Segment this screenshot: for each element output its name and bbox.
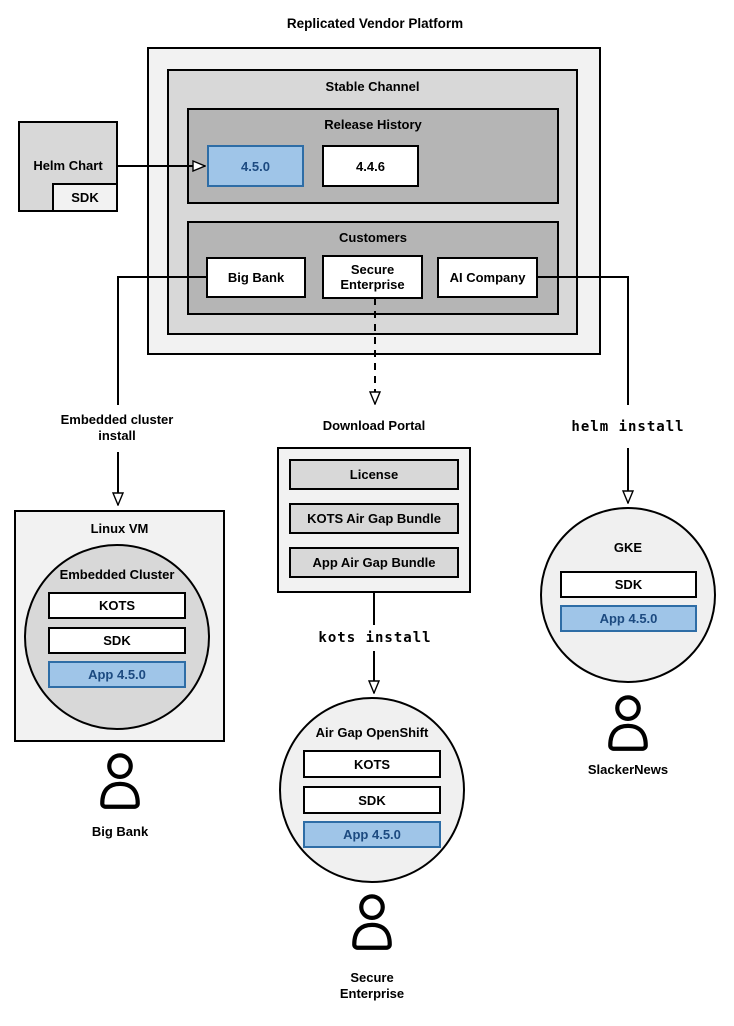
big-bank-user-icon [100, 753, 140, 809]
portal-item-app-airgap-bundle: App Air Gap Bundle [289, 547, 459, 578]
airgap-openshift-label: Air Gap OpenShift [315, 725, 429, 740]
gke-sdk-bar: SDK [560, 571, 697, 598]
release-version-450: 4.5.0 [207, 145, 304, 187]
release-version-446: 4.4.6 [322, 145, 419, 187]
secure-enterprise-user-icon [352, 894, 392, 950]
customer-big-bank: Big Bank [206, 257, 306, 298]
embedded-cluster-kots-bar: KOTS [48, 592, 186, 619]
customers-label: Customers [339, 230, 407, 245]
openshift-app-bar: App 4.5.0 [303, 821, 441, 848]
secure-enterprise-user-label: Secure Enterprise [339, 970, 405, 1001]
linux-vm-label: Linux VM [90, 521, 149, 536]
gke-app-bar: App 4.5.0 [560, 605, 697, 632]
slackernews-user-icon [608, 695, 648, 751]
embedded-cluster-install-label: Embedded cluster install [60, 412, 174, 443]
embedded-cluster-sdk-bar: SDK [48, 627, 186, 654]
embedded-cluster-label: Embedded Cluster [59, 567, 175, 582]
diagram-title: Replicated Vendor Platform [286, 16, 464, 31]
kots-install-label: kots install [318, 630, 432, 646]
helm-chart-label: Helm Chart [33, 158, 103, 173]
gke-label: GKE [613, 540, 643, 555]
portal-item-license: License [289, 459, 459, 490]
download-portal-label: Download Portal [322, 418, 426, 433]
embedded-cluster-app-bar: App 4.5.0 [48, 661, 186, 688]
stable-channel-label: Stable Channel [325, 79, 420, 94]
helm-install-label: helm install [571, 419, 685, 435]
helm-chart-sdk-box: SDK [52, 183, 118, 212]
big-bank-user-label: Big Bank [91, 824, 149, 839]
customer-secure-enterprise: Secure Enterprise [322, 255, 423, 299]
customer-ai-company: AI Company [437, 257, 538, 298]
openshift-sdk-bar: SDK [303, 786, 441, 814]
portal-item-kots-airgap-bundle: KOTS Air Gap Bundle [289, 503, 459, 534]
release-history-label: Release History [324, 117, 422, 132]
slackernews-user-label: SlackerNews [587, 762, 669, 777]
openshift-kots-bar: KOTS [303, 750, 441, 778]
